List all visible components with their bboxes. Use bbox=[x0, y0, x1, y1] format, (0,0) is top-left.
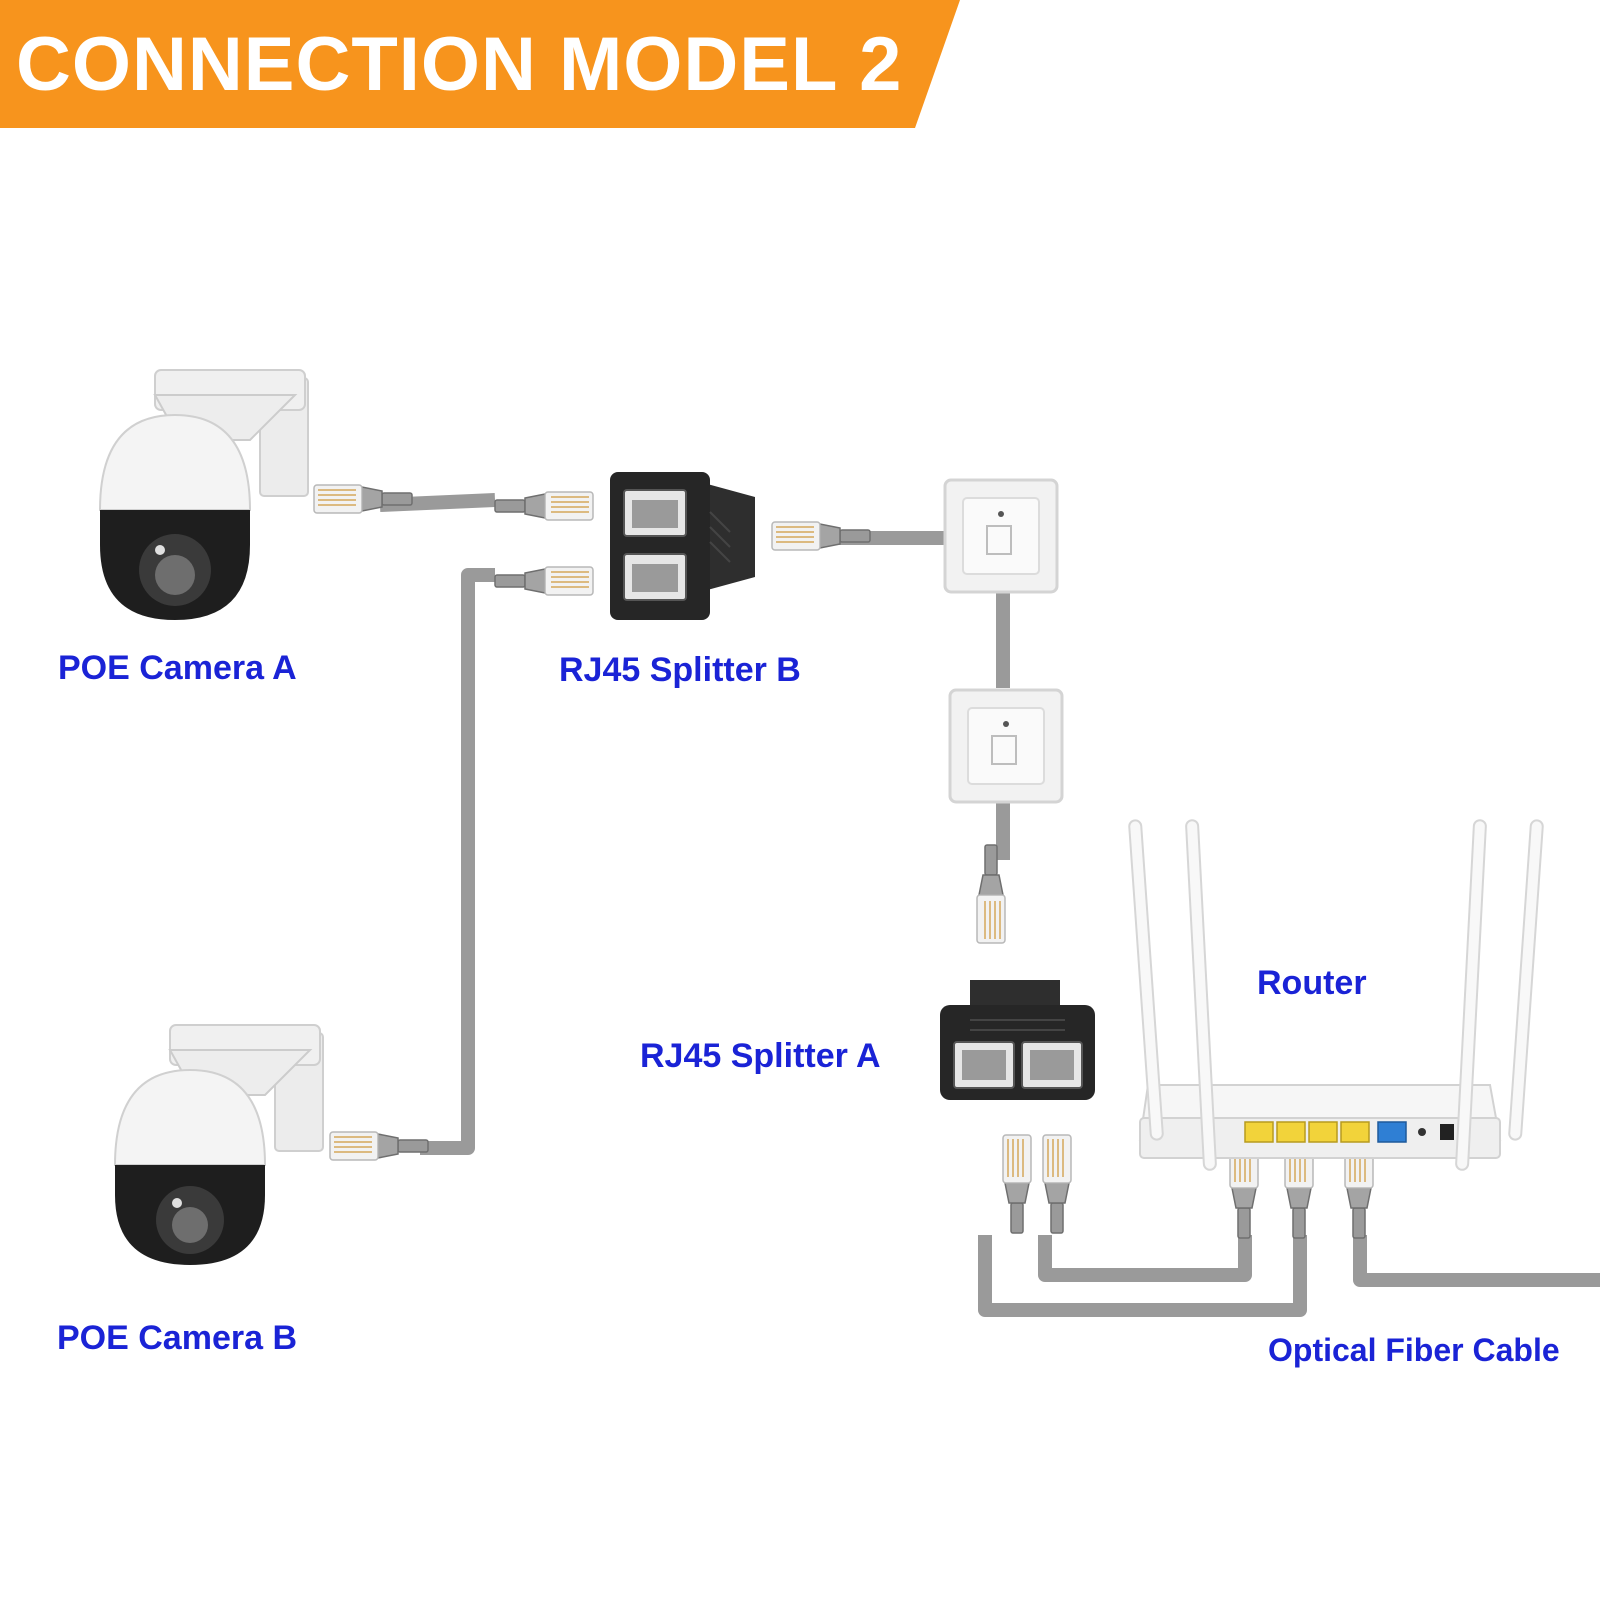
camera-icon bbox=[113, 1024, 324, 1265]
rj45-plug-icon bbox=[494, 566, 594, 596]
rj45-plug-icon bbox=[1002, 1134, 1032, 1234]
cable-splitter-a-to-router-lan2 bbox=[1038, 1235, 1252, 1282]
wall-socket-icon bbox=[943, 478, 1059, 594]
rj45-plug-icon bbox=[771, 521, 871, 551]
optical-fiber-label: Optical Fiber Cable bbox=[1268, 1332, 1560, 1368]
splitter-b-label: RJ45 Splitter B bbox=[559, 651, 801, 689]
rj45-plug-icon bbox=[494, 491, 594, 521]
wall-socket-icon bbox=[948, 688, 1064, 804]
rj45-plug-icon bbox=[329, 1131, 429, 1161]
cable-splitter-a-to-router-lan1 bbox=[978, 1235, 1307, 1317]
camera-b-label: POE Camera B bbox=[57, 1319, 297, 1357]
camera-a-label: POE Camera A bbox=[58, 649, 297, 687]
router-icon bbox=[1128, 819, 1544, 1171]
cable-camera-b-to-splitter-b bbox=[420, 568, 495, 1155]
camera-icon bbox=[98, 369, 309, 620]
splitter-icon bbox=[610, 472, 755, 620]
rj45-plug-icon bbox=[1042, 1134, 1072, 1234]
optical-fiber-cable-line bbox=[1353, 1235, 1600, 1287]
splitter-a-label: RJ45 Splitter A bbox=[640, 1037, 881, 1075]
banner-background bbox=[0, 0, 960, 128]
diagram-title: CONNECTION MODEL 2 bbox=[16, 22, 903, 107]
title-banner bbox=[0, 0, 960, 128]
cables bbox=[379, 493, 1600, 1317]
router-label: Router bbox=[1257, 964, 1367, 1002]
splitter-icon bbox=[940, 980, 1095, 1100]
